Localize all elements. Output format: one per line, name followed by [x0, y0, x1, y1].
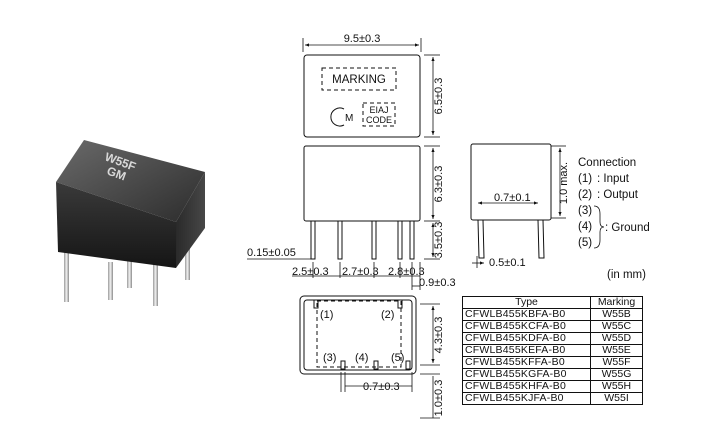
height-dim-label: 6.5±0.3 [433, 78, 445, 115]
ground-label: : Ground [605, 222, 650, 234]
end-max-dim-label: 1.0 max. [558, 162, 570, 204]
bottom-view: (1) (2) (3) (4) (5) 4.3±0.3 1.0±0.3 0.7±… [299, 295, 445, 419]
photo-marking-line2: GM [105, 164, 128, 184]
type-cell: CFWLB455KDFA-B0 [462, 332, 591, 345]
connection-label-1: : Input [597, 173, 630, 185]
eiaj-code-box [362, 102, 396, 127]
bottom-view-body [299, 295, 417, 375]
type-cell: CFWLB455KEFA-B0 [462, 344, 591, 357]
table-header-row: Type Marking [462, 296, 643, 309]
pitch-dim-label-3: 2.8±0.3 [388, 266, 425, 278]
bottom-height-dim-label: 4.3±0.3 [433, 317, 445, 354]
marking-area [321, 67, 397, 91]
photo-pin [64, 252, 69, 302]
type-cell: CFWLB455KJFA-B0 [462, 392, 591, 405]
bottom-dim-label: 1.0±0.3 [433, 380, 445, 417]
marking-label: MARKING [332, 74, 386, 86]
side-pin-2 [337, 220, 343, 260]
side-pin-5 [409, 220, 415, 260]
connection-label-2: : Output [597, 189, 639, 201]
bottom-pad-5 [405, 360, 411, 370]
marking-cell: W55H [590, 380, 643, 393]
side-pin-4 [397, 220, 403, 260]
bottom-pin-label-4: (4) [355, 352, 368, 364]
type-cell: CFWLB455KHFA-B0 [462, 380, 591, 393]
type-cell: CFWLB455KGFA-B0 [462, 368, 591, 381]
bottom-pin-label-1: (1) [320, 309, 333, 321]
side-view-body [303, 145, 421, 222]
body-height-dim-label: 6.3±0.3 [433, 166, 445, 203]
bottom-pad-1 [313, 299, 319, 309]
eiaj-line2: CODE [366, 115, 392, 125]
marking-cell: W55B [590, 308, 643, 321]
connection-num-2: (2) [578, 189, 592, 201]
end-pin-left [477, 219, 485, 259]
connection-num-1: (1) [578, 173, 592, 185]
connection-num-3: (3) [578, 205, 592, 217]
logo-text: M [345, 113, 353, 124]
top-view: 9.5±0.3 MARKING M EIAJ CODE 6.5±0.3 [302, 33, 445, 138]
manufacturer-logo [330, 107, 345, 127]
top-view-body [303, 54, 421, 138]
bottom-pin-label-2: (2) [381, 309, 394, 321]
bottom-pad-3 [340, 360, 346, 370]
marking-cell: W55E [590, 344, 643, 357]
marking-cell: W55F [590, 356, 643, 369]
marking-cell: W55G [590, 368, 643, 381]
end-view: 1.0 max. 0.7±0.1 0.5±0.1 [470, 143, 570, 269]
photo-body-top [56, 140, 205, 222]
bottom-pad-2 [397, 299, 403, 309]
end-view-body [470, 143, 552, 221]
connection-legend: Connection (1) : Input (2) : Output (3) … [578, 157, 650, 249]
pin-width-dim-label: 0.15±0.05 [247, 247, 296, 259]
type-cell: CFWLB455KCFA-B0 [462, 320, 591, 333]
side-pin-3 [371, 220, 377, 260]
marking-cell: W55I [590, 392, 643, 405]
photo-pin [127, 250, 132, 288]
connection-title: Connection [578, 157, 636, 169]
type-cell: CFWLB455KBFA-B0 [462, 308, 591, 321]
photo-pin [108, 262, 113, 300]
photo-pin [153, 258, 158, 306]
marking-cell: W55C [590, 320, 643, 333]
width-dim-label: 9.5±0.3 [344, 33, 381, 45]
end-pin-right [537, 219, 545, 259]
end-pin-dim-label: 0.5±0.1 [489, 257, 526, 269]
pitch-dim-label-1: 2.5±0.3 [292, 266, 329, 278]
pin-length-dim-label: 3.5±0.3 [433, 222, 445, 259]
ground-brace [593, 205, 605, 249]
end-inner-dim-label: 0.7±0.1 [494, 192, 531, 204]
bottom-pin-label-5: (5) [391, 352, 404, 364]
column-header-marking: Marking [590, 296, 643, 309]
bottom-pin-label-3: (3) [323, 352, 336, 364]
side-pin-1 [310, 220, 316, 260]
pitch-dim-label-2: 2.7±0.3 [342, 266, 379, 278]
column-header-type: Type [462, 296, 591, 309]
photo-body-side [176, 172, 205, 268]
connection-num-5: (5) [578, 237, 592, 249]
type-cell: CFWLB455KFFA-B0 [462, 356, 591, 369]
photo-body-front [56, 182, 176, 268]
marking-cell: W55D [590, 332, 643, 345]
component-photo: W55F GM [56, 140, 205, 306]
bottom-inner-outline [316, 300, 402, 368]
bottom-inner-dim-label: 0.7±0.3 [363, 381, 400, 393]
photo-pin [185, 248, 190, 280]
bottom-pad-4 [373, 360, 379, 370]
units-note: (in mm) [607, 269, 646, 281]
side-view: 6.3±0.3 3.5±0.3 0.15±0.05 2.5±0.3 2.7±0.… [247, 145, 456, 290]
eiaj-line1: EIAJ [369, 105, 388, 115]
connection-num-4: (4) [578, 221, 592, 233]
offset-dim-label: 0.9±0.3 [419, 277, 456, 289]
